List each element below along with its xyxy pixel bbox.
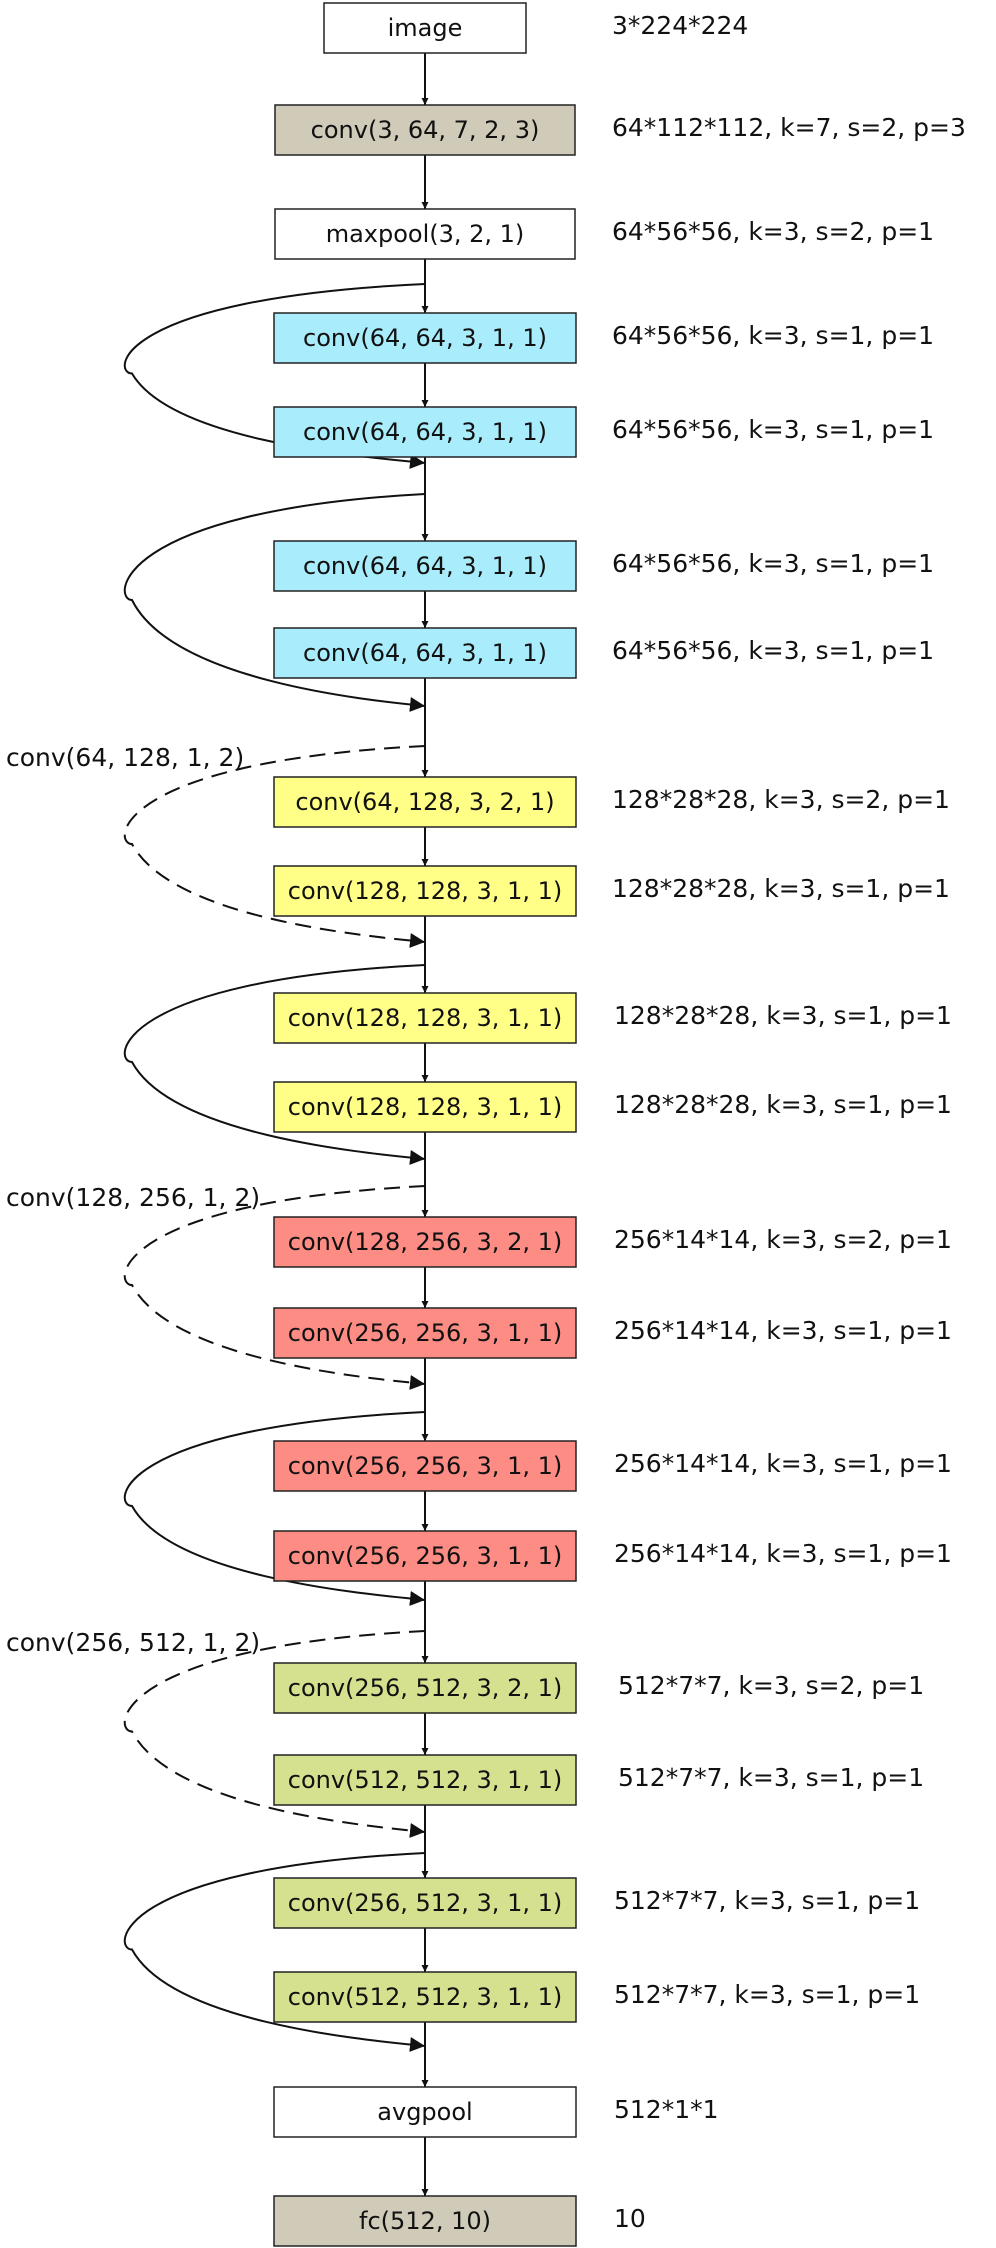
output-shape-label: 256*14*14, k=3, s=1, p=1 (614, 1316, 952, 1345)
layer-box (273, 1877, 577, 1929)
layer-box (273, 776, 577, 828)
layer-label: conv(64, 64, 3, 1, 1) (303, 639, 547, 667)
layer-node: conv(64, 64, 3, 1, 1) (273, 540, 577, 592)
layer-box (273, 1440, 577, 1492)
layer-box (273, 1971, 577, 2023)
output-shape-label: 10 (614, 2204, 646, 2233)
layer-label: conv(64, 128, 3, 2, 1) (295, 788, 554, 816)
layer-node: conv(128, 128, 3, 1, 1) (273, 992, 577, 1044)
layer-box (273, 1216, 577, 1268)
projection-shortcut (123, 745, 426, 948)
layer-label: conv(256, 256, 3, 1, 1) (288, 1542, 562, 1570)
output-shape-label: 128*28*28, k=3, s=1, p=1 (614, 1001, 952, 1030)
identity-shortcut (123, 493, 426, 712)
layer-box (273, 992, 577, 1044)
layer-node: conv(256, 512, 3, 2, 1) (273, 1662, 577, 1714)
layer-label: conv(512, 512, 3, 1, 1) (288, 1766, 562, 1794)
layer-box (273, 865, 577, 917)
output-shape-label: 512*7*7, k=3, s=1, p=1 (614, 1980, 920, 2009)
output-shape-label: 512*1*1 (614, 2095, 719, 2124)
output-shape-label: 128*28*28, k=3, s=2, p=1 (612, 785, 950, 814)
layer-node: conv(64, 64, 3, 1, 1) (273, 406, 577, 458)
layer-label: conv(128, 128, 3, 1, 1) (288, 1004, 562, 1032)
output-shape-label: 256*14*14, k=3, s=1, p=1 (614, 1449, 952, 1478)
skip-connections-layer: conv(64, 128, 1, 2) conv(128, 256, 1, 2) c… (6, 283, 426, 2052)
layer-node: conv(512, 512, 3, 1, 1) (273, 1971, 577, 2023)
output-shape-label: 64*56*56, k=3, s=1, p=1 (612, 321, 934, 350)
output-shape-label: 512*7*7, k=3, s=2, p=1 (618, 1671, 924, 1700)
layer-box (274, 208, 576, 260)
layer-label: image (388, 14, 463, 42)
nodes-layer: image 3*224*224 conv(3, 64, 7, 2, 3) 64*112… (273, 2, 966, 2247)
layer-box (273, 627, 577, 679)
layer-box (273, 312, 577, 364)
output-shape-label: 512*7*7, k=3, s=1, p=1 (618, 1763, 924, 1792)
layer-label: conv(256, 256, 3, 1, 1) (288, 1452, 562, 1480)
identity-shortcut (123, 964, 426, 1165)
layer-box (273, 1530, 577, 1582)
layer-label: conv(128, 256, 3, 2, 1) (288, 1228, 562, 1256)
layer-node: fc(512, 10) (273, 2195, 577, 2247)
layer-box (323, 2, 527, 54)
output-shape-label: 64*56*56, k=3, s=2, p=1 (612, 217, 934, 246)
output-shape-label: 256*14*14, k=3, s=1, p=1 (614, 1539, 952, 1568)
shortcut-label: conv(128, 256, 1, 2) (6, 1183, 260, 1212)
projection-shortcut (123, 1630, 426, 1838)
layer-label: maxpool(3, 2, 1) (326, 220, 525, 248)
layer-box (273, 540, 577, 592)
layer-node: image (323, 2, 527, 54)
layer-node: conv(256, 256, 3, 1, 1) (273, 1307, 577, 1359)
layer-label: conv(64, 64, 3, 1, 1) (303, 552, 547, 580)
layer-label: conv(512, 512, 3, 1, 1) (288, 1983, 562, 2011)
layer-node: conv(512, 512, 3, 1, 1) (273, 1754, 577, 1806)
layer-node: conv(256, 512, 3, 1, 1) (273, 1877, 577, 1929)
layer-box (273, 1662, 577, 1714)
shortcut-label: conv(64, 128, 1, 2) (6, 743, 244, 772)
layer-box (274, 104, 576, 156)
layer-label: avgpool (377, 2098, 472, 2126)
output-shape-label: 128*28*28, k=3, s=1, p=1 (614, 1090, 952, 1119)
output-shape-label: 64*56*56, k=3, s=1, p=1 (612, 415, 934, 444)
layer-box (273, 1307, 577, 1359)
shortcut-label: conv(256, 512, 1, 2) (6, 1628, 260, 1657)
layer-label: conv(3, 64, 7, 2, 3) (311, 116, 540, 144)
layer-node: maxpool(3, 2, 1) (274, 208, 576, 260)
layer-node: conv(64, 64, 3, 1, 1) (273, 312, 577, 364)
layer-node: conv(64, 64, 3, 1, 1) (273, 627, 577, 679)
layer-label: conv(64, 64, 3, 1, 1) (303, 418, 547, 446)
layer-node: conv(128, 256, 3, 2, 1) (273, 1216, 577, 1268)
output-shape-label: 3*224*224 (612, 11, 748, 40)
layer-node: conv(128, 128, 3, 1, 1) (273, 865, 577, 917)
layer-label: conv(128, 128, 3, 1, 1) (288, 877, 562, 905)
layer-label: conv(64, 64, 3, 1, 1) (303, 324, 547, 352)
layer-node: conv(256, 256, 3, 1, 1) (273, 1440, 577, 1492)
layer-node: conv(256, 256, 3, 1, 1) (273, 1530, 577, 1582)
layer-box (273, 406, 577, 458)
layer-label: conv(256, 256, 3, 1, 1) (288, 1319, 562, 1347)
layer-label: conv(256, 512, 3, 2, 1) (288, 1674, 562, 1702)
output-shape-label: 256*14*14, k=3, s=2, p=1 (614, 1225, 952, 1254)
output-shape-label: 64*56*56, k=3, s=1, p=1 (612, 636, 934, 665)
layer-box (273, 1754, 577, 1806)
layer-node: avgpool (273, 2086, 577, 2138)
identity-shortcut (123, 1852, 426, 2052)
output-shape-label: 512*7*7, k=3, s=1, p=1 (614, 1886, 920, 1915)
identity-shortcut (123, 1411, 426, 1606)
layer-label: conv(256, 512, 3, 1, 1) (288, 1889, 562, 1917)
output-shape-label: 64*56*56, k=3, s=1, p=1 (612, 549, 934, 578)
projection-shortcut (123, 1185, 426, 1390)
output-shape-label: 128*28*28, k=3, s=1, p=1 (612, 874, 950, 903)
layer-node: conv(128, 128, 3, 1, 1) (273, 1081, 577, 1133)
layer-box (273, 1081, 577, 1133)
layer-node: conv(64, 128, 3, 2, 1) (273, 776, 577, 828)
layer-box (273, 2086, 577, 2138)
layer-label: conv(128, 128, 3, 1, 1) (288, 1093, 562, 1121)
layer-node: conv(3, 64, 7, 2, 3) (274, 104, 576, 156)
output-shape-label: 64*112*112, k=7, s=2, p=3 (612, 113, 966, 142)
layer-box (273, 2195, 577, 2247)
layer-label: fc(512, 10) (359, 2207, 491, 2235)
